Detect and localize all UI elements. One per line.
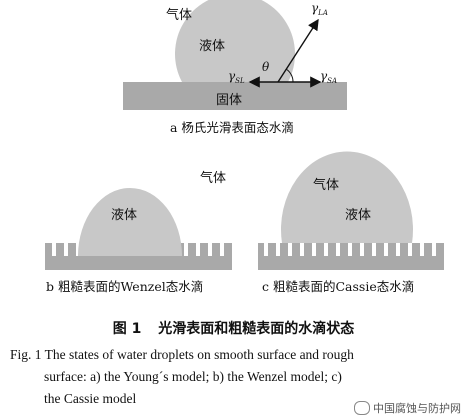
droplet-young <box>175 0 295 82</box>
watermark-text: 中国腐蚀与防护网 <box>373 402 461 415</box>
caption-en-line-1: Fig. 1 The states of water droplets on s… <box>10 347 354 362</box>
label-gamma-la: γLA <box>311 1 328 17</box>
label-liquid-b: 液体 <box>111 208 137 223</box>
figure-caption-cn: 图 1 光滑表面和粗糙表面的水滴状态 <box>0 318 467 338</box>
smooth-substrate <box>123 82 347 110</box>
panel-b: 气体 液体 b 粗糙表面的Wenzel态水滴 <box>45 170 232 294</box>
rough-substrate-c <box>258 243 444 270</box>
label-gas-c: 气体 <box>313 177 339 193</box>
watermark: 中国腐蚀与防护网 <box>354 400 461 416</box>
caption-panel-b: b 粗糙表面的Wenzel态水滴 <box>46 279 203 294</box>
label-gas-a: 气体 <box>166 7 192 23</box>
wechat-icon <box>354 401 370 415</box>
panel-c: 气体 液体 c 粗糙表面的Cassie态水滴 <box>258 151 444 294</box>
figure-title-cn: 光滑表面和粗糙表面的水滴状态 <box>158 321 355 337</box>
rough-substrate-b <box>45 243 232 270</box>
droplet-wenzel <box>78 188 182 256</box>
figure-number: 图 1 <box>112 321 142 337</box>
label-liquid-c: 液体 <box>345 208 371 223</box>
droplet-cassie <box>281 151 413 243</box>
caption-panel-c: c 粗糙表面的Cassie态水滴 <box>262 279 414 294</box>
figure-diagram: 气体 液体 固体 θ γLA γSL γSA a 杨氏光滑表面态水滴 气体 液体… <box>45 0 444 294</box>
caption-en-line-3: the Cassie model <box>44 391 137 406</box>
label-theta: θ <box>262 60 270 74</box>
vector-gamma-la <box>277 18 319 83</box>
label-liquid-a: 液体 <box>199 39 225 54</box>
label-gamma-sl: γSL <box>228 69 245 85</box>
panel-a: 气体 液体 固体 θ γLA γSL γSA a 杨氏光滑表面态水滴 <box>123 0 347 135</box>
caption-panel-a: a 杨氏光滑表面态水滴 <box>170 120 294 135</box>
angle-arc <box>285 68 294 83</box>
label-gamma-sa: γSA <box>320 69 337 85</box>
label-gas-b: 气体 <box>200 170 226 186</box>
figure-caption-en: Fig. 1 The states of water droplets on s… <box>10 344 430 410</box>
caption-en-line-2: surface: a) the Young´s model; b) the We… <box>44 369 342 384</box>
label-solid-a: 固体 <box>216 93 242 108</box>
